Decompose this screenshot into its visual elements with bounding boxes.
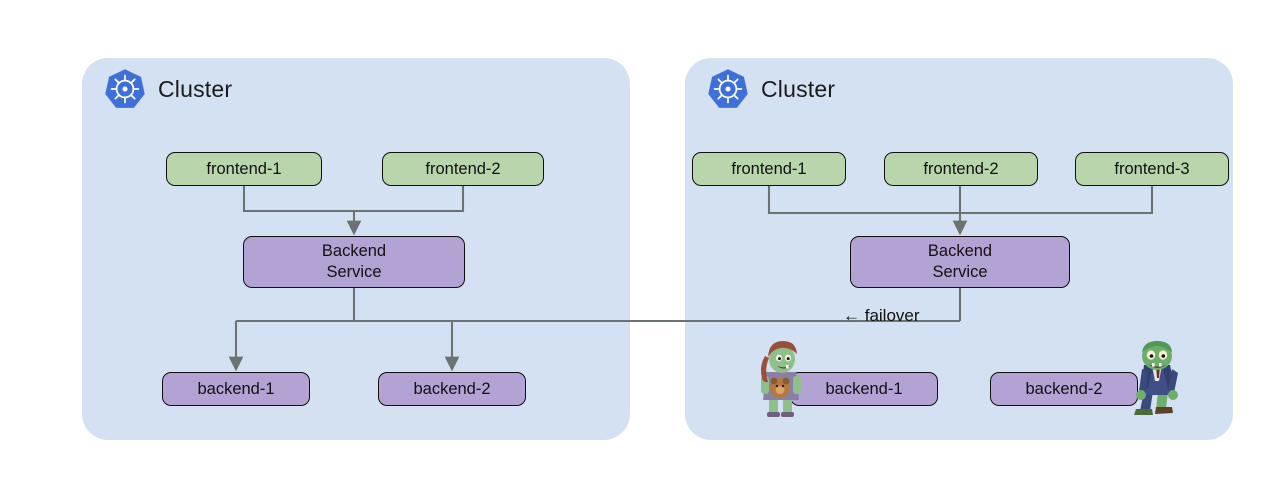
service-label-line2: Service (326, 263, 382, 281)
node-frontend-3-right[interactable]: frontend-3 (1075, 152, 1229, 186)
node-label: backend-2 (413, 379, 491, 398)
node-frontend-1-right[interactable]: frontend-1 (692, 152, 846, 186)
node-label: frontend-1 (731, 159, 807, 178)
node-backend-service-right[interactable]: Backend Service (850, 236, 1070, 288)
node-label: frontend-1 (206, 159, 282, 178)
node-label: frontend-2 (425, 159, 501, 178)
node-label: backend-1 (825, 379, 903, 398)
service-label-line1: Backend (321, 242, 387, 261)
kubernetes-icon (707, 68, 749, 110)
node-label: backend-2 (1025, 379, 1103, 398)
node-backend-1-right[interactable]: backend-1 (790, 372, 938, 406)
kubernetes-icon (104, 68, 146, 110)
zombie-businessman (1134, 341, 1178, 415)
service-label-line2: Service (932, 263, 988, 281)
node-frontend-1-left[interactable]: frontend-1 (166, 152, 322, 186)
zombie-girl (761, 341, 801, 417)
node-frontend-2-right[interactable]: frontend-2 (884, 152, 1038, 186)
node-backend-2-right[interactable]: backend-2 (990, 372, 1138, 406)
service-label-line1: Backend (927, 242, 993, 261)
node-backend-service-left[interactable]: Backend Service (243, 236, 465, 288)
node-frontend-2-left[interactable]: frontend-2 (382, 152, 544, 186)
cluster-label: Cluster (158, 75, 233, 102)
node-backend-2-left[interactable]: backend-2 (378, 372, 526, 406)
node-label: frontend-3 (1114, 159, 1190, 178)
cluster-header-left: Cluster (104, 68, 232, 110)
failover-label: ← failover (843, 306, 920, 325)
node-backend-1-left[interactable]: backend-1 (162, 372, 310, 406)
node-label: frontend-2 (923, 159, 999, 178)
cluster-header-right: Cluster (707, 68, 835, 110)
node-label: backend-1 (197, 379, 275, 398)
cluster-label: Cluster (761, 75, 836, 102)
